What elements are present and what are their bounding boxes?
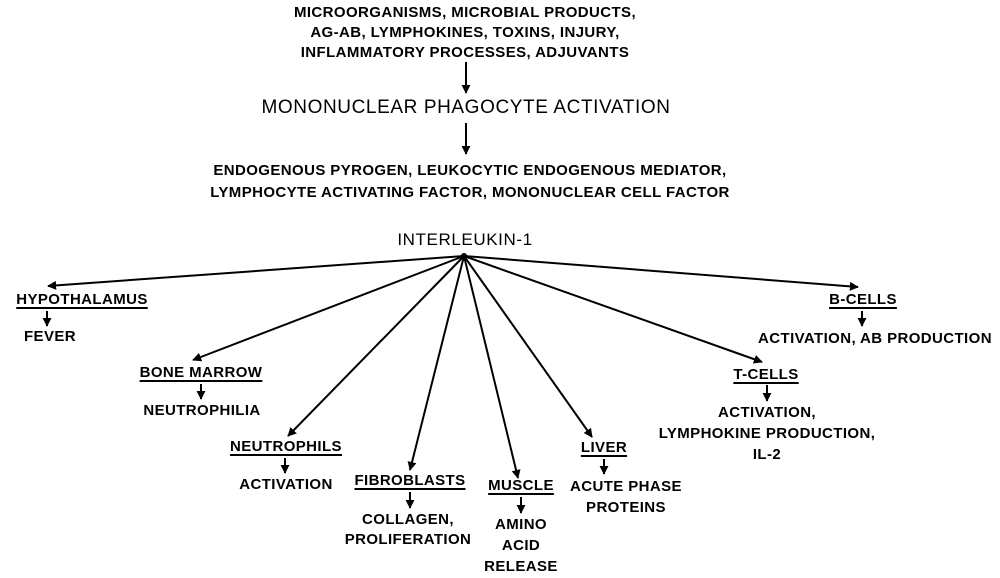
activation-label: MONONUCLEAR PHAGOCYTE ACTIVATION xyxy=(261,97,671,118)
sources-line-3: INFLAMMATORY PROCESSES, ADJUVANTS xyxy=(300,44,630,61)
effect-t-cells-3: IL-2 xyxy=(752,446,782,463)
effect-hypothalamus-1: FEVER xyxy=(23,328,76,345)
effect-muscle-1: AMINO xyxy=(495,516,547,533)
target-liver: LIVER xyxy=(580,439,628,456)
target-fibroblasts: FIBROBLASTS xyxy=(354,472,466,489)
target-b-cells: B-CELLS xyxy=(829,291,897,308)
effect-muscle-3: RELEASE xyxy=(484,558,558,575)
effect-liver-2: PROTEINS xyxy=(586,499,666,516)
arrow-to-fibroblasts xyxy=(407,255,465,471)
target-hypothalamus: HYPOTHALAMUS xyxy=(16,291,148,308)
target-muscle: MUSCLE xyxy=(488,477,554,494)
arrow-to-hypothalamus xyxy=(47,255,465,290)
effect-neutrophils-1: ACTIVATION xyxy=(239,476,333,493)
target-neutrophils: NEUTROPHILS xyxy=(230,438,342,455)
effect-muscle-2: ACID xyxy=(501,537,541,554)
arrow-to-t-cells xyxy=(463,255,763,364)
arrow-to-bone-marrow xyxy=(192,255,465,362)
effect-t-cells-1: ACTIVATION, xyxy=(717,404,816,421)
arrow-to-b-cells xyxy=(463,255,859,291)
effect-bone-marrow-1: NEUTROPHILIA xyxy=(143,402,261,419)
sources-line-1: MICROORGANISMS, MICROBIAL PRODUCTS, xyxy=(293,4,637,21)
synonyms-line-2: LYMPHOCYTE ACTIVATING FACTOR, MONONUCLEA… xyxy=(210,184,730,201)
effect-liver-1: ACUTE PHASE xyxy=(570,478,682,495)
arrow-to-neutrophils xyxy=(287,255,465,437)
interleukin-1-label: INTERLEUKIN-1 xyxy=(397,230,533,249)
arrow-to-liver xyxy=(463,255,593,438)
arrow-to-muscle xyxy=(463,255,521,479)
target-bone-marrow: BONE MARROW xyxy=(139,364,263,381)
effect-fibroblasts-1: COLLAGEN, xyxy=(362,511,454,528)
target-t-cells: T-CELLS xyxy=(733,366,799,383)
effect-t-cells-2: LYMPHOKINE PRODUCTION, xyxy=(658,425,876,442)
effect-fibroblasts-2: PROLIFERATION xyxy=(344,531,472,548)
effect-b-cells-1: ACTIVATION, AB PRODUCTION xyxy=(758,330,992,347)
sources-line-2: AG-AB, LYMPHOKINES, TOXINS, INJURY, xyxy=(310,24,620,41)
synonyms-line-1: ENDOGENOUS PYROGEN, LEUKOCYTIC ENDOGENOU… xyxy=(213,162,727,179)
